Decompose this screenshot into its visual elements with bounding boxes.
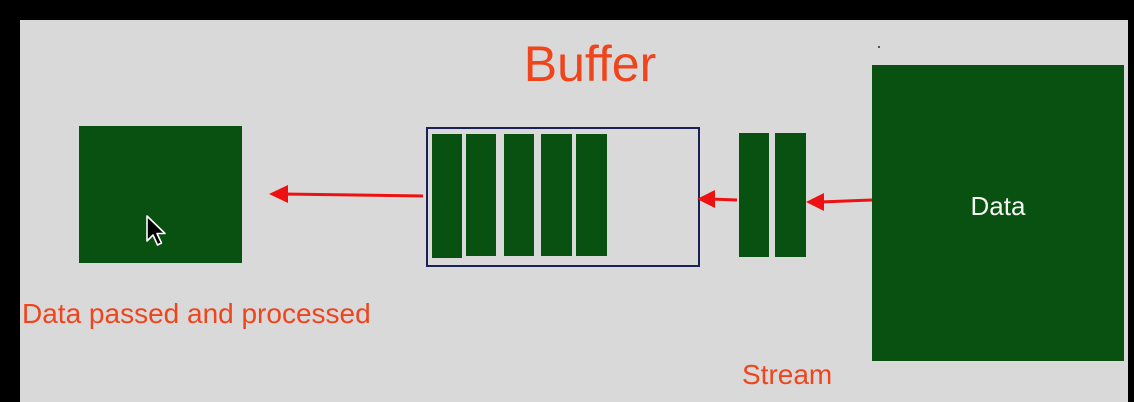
flow-arrows bbox=[269, 185, 873, 211]
stream-caption: Stream bbox=[742, 359, 833, 390]
buffer-chunk bbox=[576, 134, 607, 256]
processed-caption: Data passed and processed bbox=[22, 298, 371, 329]
mouse-cursor-icon bbox=[146, 215, 166, 246]
buffer-chunk bbox=[541, 134, 572, 256]
buffer-chunk bbox=[504, 134, 534, 256]
buffer-chunk bbox=[432, 134, 462, 258]
arrow-stream-to-buffer bbox=[697, 190, 738, 208]
arrow-buffer-to-processed bbox=[269, 185, 424, 203]
stray-dot bbox=[878, 46, 880, 48]
data-label: Data bbox=[970, 190, 1026, 221]
diagram-title: Buffer bbox=[523, 36, 657, 92]
stream-chunk bbox=[775, 133, 806, 257]
buffer-container bbox=[426, 127, 700, 267]
buffer-chunk bbox=[466, 134, 496, 256]
slide-canvas: Buffer Data bbox=[20, 20, 1128, 402]
stream-chunk bbox=[739, 133, 769, 257]
arrow-data-to-stream bbox=[806, 193, 873, 211]
data-source-box: Data bbox=[872, 65, 1124, 361]
